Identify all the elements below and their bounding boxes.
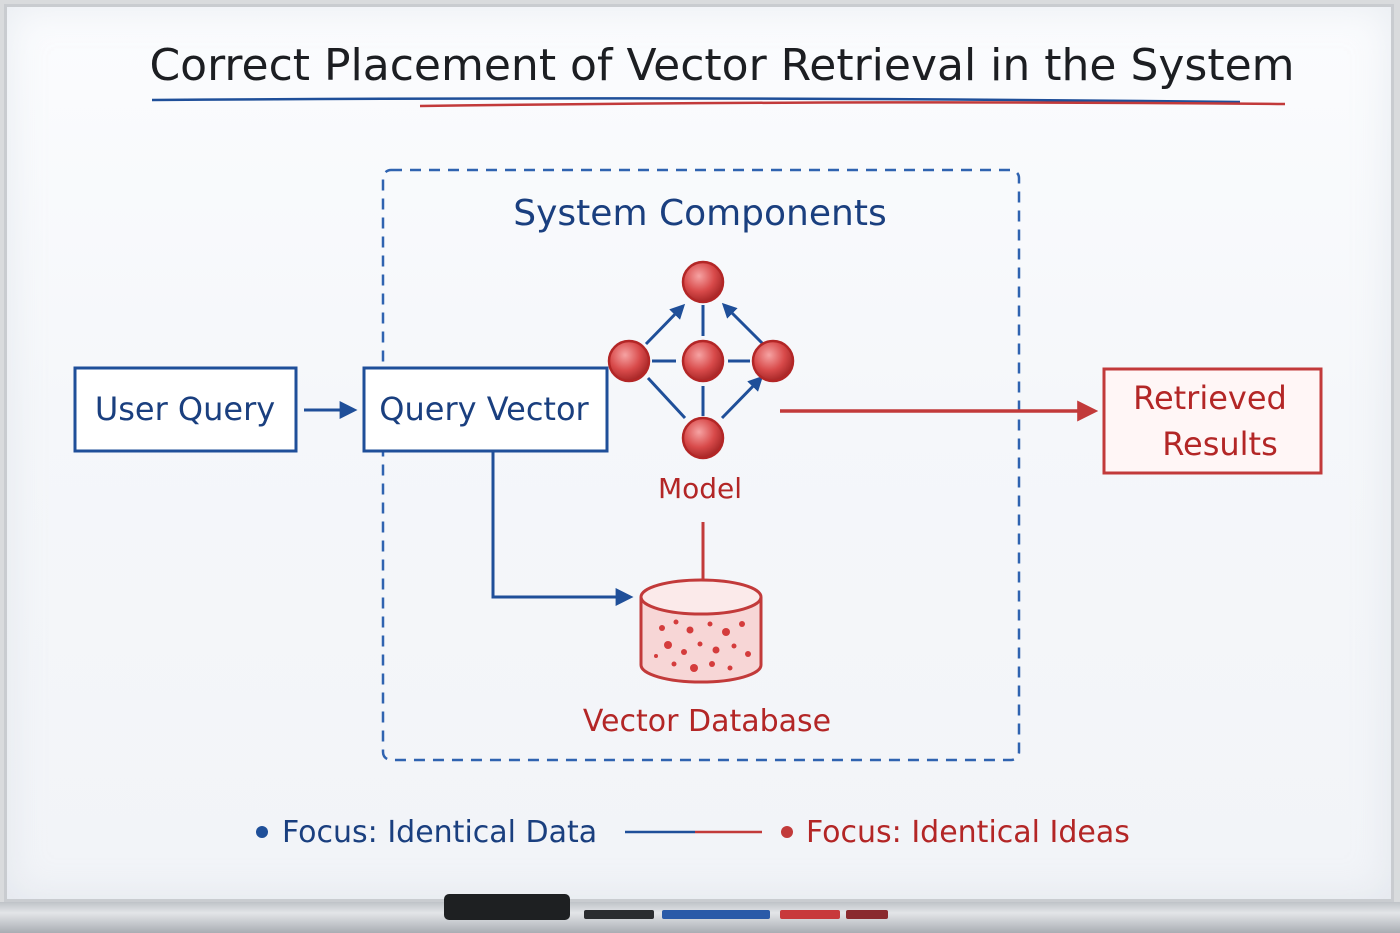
vector-database-label: Vector Database bbox=[583, 704, 831, 739]
marker-darkred bbox=[846, 910, 888, 919]
model-node-left bbox=[607, 339, 651, 383]
user-query-label: User Query bbox=[95, 390, 275, 428]
retrieved-results-label-line1: Retrieved bbox=[1133, 379, 1287, 417]
model-node-right bbox=[751, 339, 795, 383]
model-node-center bbox=[681, 339, 725, 383]
legend-bullet-red bbox=[781, 826, 793, 838]
marker-black bbox=[584, 910, 654, 919]
arrow-vector-to-database bbox=[491, 451, 634, 606]
container-label: System Components bbox=[513, 193, 886, 234]
title-underline-blue bbox=[151, 97, 1241, 104]
query-vector-label: Query Vector bbox=[379, 390, 589, 428]
page-title: Correct Placement of Vector Retrieval in… bbox=[149, 40, 1294, 91]
model-network-nodes bbox=[607, 260, 795, 460]
model-label: Model bbox=[658, 472, 742, 505]
title-underline-red bbox=[419, 101, 1286, 108]
retrieved-results-label-line2: Results bbox=[1162, 425, 1278, 463]
user-query-box bbox=[73, 366, 298, 453]
legend-right-label: Focus: Identical Ideas bbox=[806, 815, 1130, 850]
query-vector-box bbox=[362, 366, 609, 453]
system-components-container bbox=[381, 168, 1021, 762]
retrieved-results-box bbox=[1102, 367, 1323, 475]
eraser bbox=[444, 894, 570, 920]
model-network-edges bbox=[644, 302, 765, 420]
legend-left-label: Focus: Identical Data bbox=[282, 815, 597, 850]
vector-database-icon bbox=[639, 578, 763, 684]
marker-red bbox=[780, 910, 840, 919]
legend-bullet-blue bbox=[256, 826, 268, 838]
database-data-dots bbox=[654, 619, 751, 672]
model-node-top bbox=[681, 260, 725, 304]
marker-blue bbox=[662, 910, 770, 919]
model-node-bottom bbox=[681, 416, 725, 460]
